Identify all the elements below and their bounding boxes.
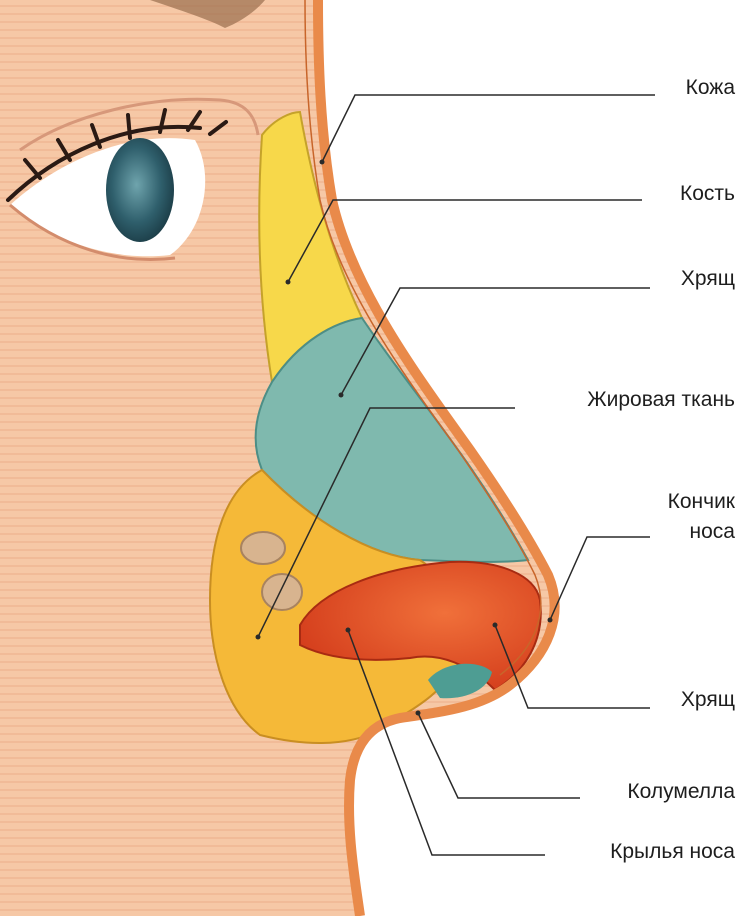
label-skin: Кожа [686,76,735,100]
fat-lobule [262,574,302,610]
eye-iris [106,138,174,242]
leader-skin [322,95,655,162]
leader-nose-tip [550,537,650,620]
label-nasal-wings: Крылья носа [610,840,735,864]
label-cartilage-lower: Хрящ [681,688,735,712]
leader-columella [418,713,580,798]
label-bone: Кость [680,182,735,206]
label-cartilage-upper: Хрящ [681,267,735,291]
label-nose-tip-line1: Кончик [668,490,735,514]
label-fat-tissue: Жировая ткань [587,388,735,412]
label-columella: Колумелла [627,780,735,804]
fat-lobule [241,532,285,564]
label-nose-tip-line2: носа [690,520,735,544]
